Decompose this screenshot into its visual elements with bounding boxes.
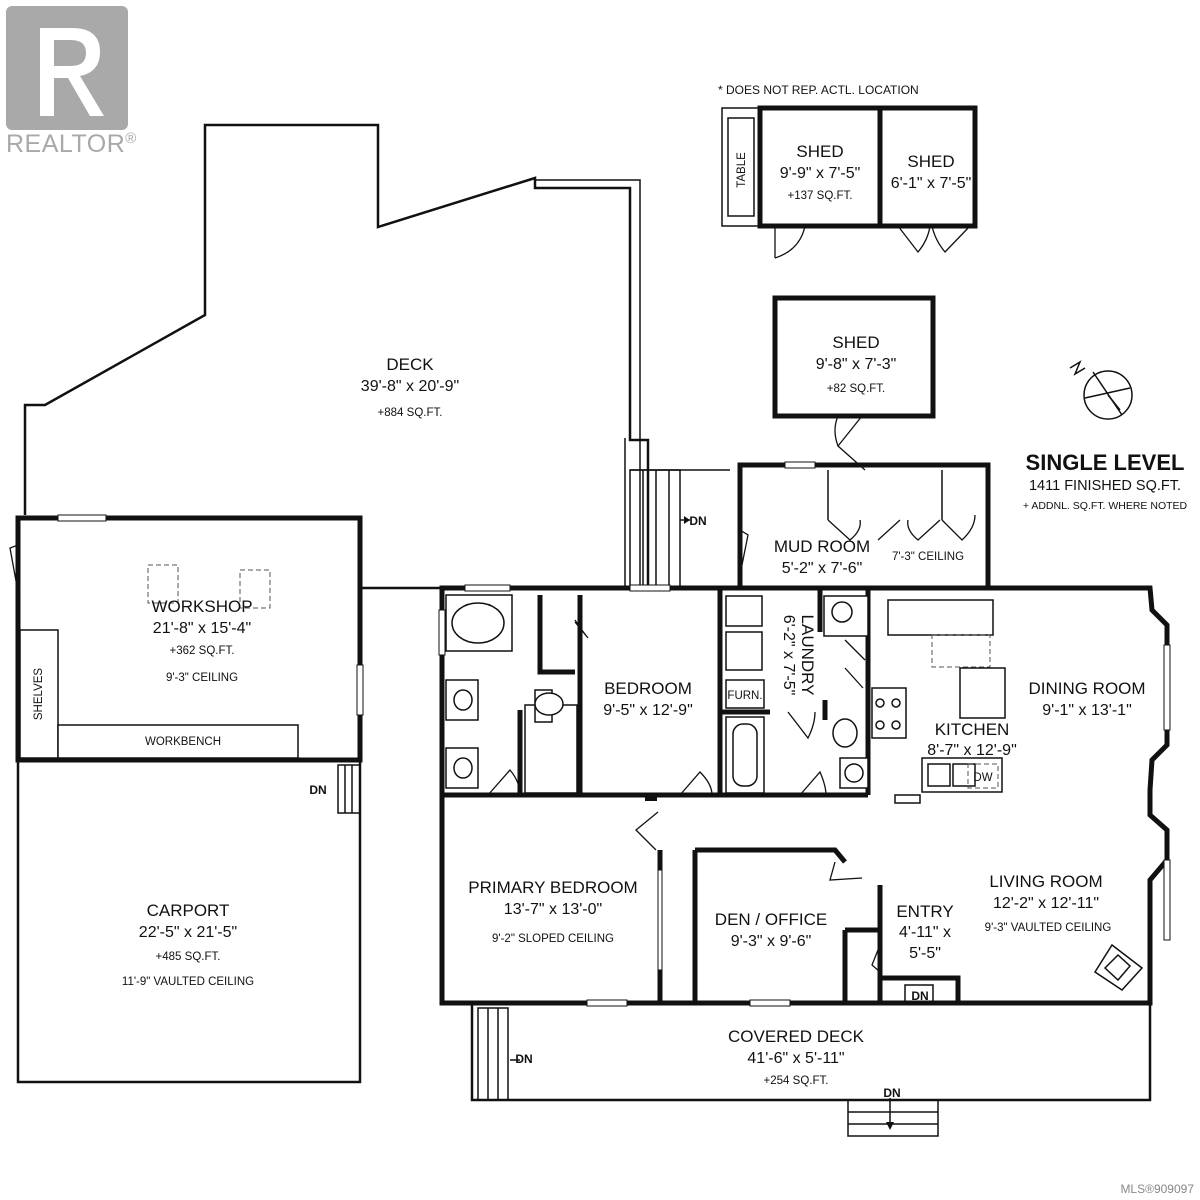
kitchen-dims: 8'-7" x 12'-9"	[927, 742, 1017, 759]
furnace-label: FURN.	[727, 690, 762, 702]
workshop-name: WORKSHOP	[151, 597, 252, 616]
mls-number: MLS®909097	[1120, 1182, 1194, 1196]
bathroom-fixtures	[445, 594, 1144, 991]
bedroom-dims: 9'-5" x 12'-9"	[603, 702, 693, 719]
dishwasher-label: DW	[973, 772, 992, 784]
covered-deck-name: COVERED DECK	[728, 1027, 865, 1046]
dn-label-deck: DN	[689, 514, 706, 528]
shed1-name: SHED	[796, 142, 843, 161]
bedroom-name: BEDROOM	[604, 679, 692, 698]
workshop-area: +362 SQ.FT.	[170, 645, 235, 657]
living-dims: 12'-2" x 12'-11"	[993, 895, 1099, 912]
deck-area: +884 SQ.FT.	[378, 407, 443, 419]
shed1-area: +137 SQ.FT.	[788, 190, 853, 202]
living-name: LIVING ROOM	[989, 872, 1102, 891]
laundry-name: LAUNDRY	[798, 615, 817, 696]
shelves-label: SHELVES	[33, 668, 45, 721]
carport-outline	[16, 758, 362, 1084]
deck-stairs	[629, 469, 730, 589]
shed1-dims: 9'-9" x 7'-5"	[780, 165, 861, 182]
carport-dims: 22'-5" x 21'-5"	[139, 924, 237, 941]
carport-area: +485 SQ.FT.	[156, 951, 221, 963]
den-dims: 9'-3" x 9'-6"	[731, 933, 812, 950]
shed3-name: SHED	[832, 333, 879, 352]
kitchen-name: KITCHEN	[935, 720, 1010, 739]
table-label: TABLE	[736, 152, 748, 188]
den-name: DEN / OFFICE	[715, 910, 827, 929]
deck-outline	[23, 123, 650, 590]
dn-label-covered-deck-front: DN	[883, 1086, 900, 1100]
north-arrow-icon	[1069, 360, 1133, 420]
realtor-wordmark: REALTOR®	[6, 130, 137, 158]
shed-group-top	[721, 105, 978, 259]
shed2-dims: 6'-1" x 7'-5"	[891, 175, 972, 192]
laundry-dims: 6'-2" x 7'-5"	[780, 615, 797, 696]
mudroom-ceiling: 7'-3" CEILING	[892, 551, 964, 563]
summary-finished: 1411 FINISHED SQ.FT.	[1029, 478, 1181, 494]
shed2-name: SHED	[907, 152, 954, 171]
covered-deck-area: +254 SQ.FT.	[764, 1075, 829, 1087]
entry-name: ENTRY	[896, 902, 953, 921]
entry-dims-1: 4'-11" x	[899, 924, 951, 941]
living-ceiling: 9'-3" VAULTED CEILING	[985, 922, 1112, 934]
dining-name: DINING ROOM	[1028, 679, 1145, 698]
carport-steps	[337, 764, 361, 814]
primary-name: PRIMARY BEDROOM	[468, 878, 637, 897]
shed3-area: +82 SQ.FT.	[827, 383, 885, 395]
dn-label-carport: DN	[309, 783, 326, 797]
entry-dims-2: 5'-5"	[909, 945, 941, 962]
carport-ceiling: 11'-9" VAULTED CEILING	[122, 976, 254, 988]
dn-label-entry: DN	[911, 989, 928, 1003]
primary-dims: 13'-7" x 13'-0"	[504, 901, 602, 918]
location-note: * DOES NOT REP. ACTL. LOCATION	[718, 83, 919, 97]
deck-inner-line	[536, 179, 641, 588]
shed-group-middle	[772, 295, 936, 471]
mudroom-name: MUD ROOM	[774, 537, 870, 556]
deck-name: DECK	[386, 355, 434, 374]
primary-ceiling: 9'-2" SLOPED CEILING	[492, 933, 614, 945]
summary-title: SINGLE LEVEL	[1026, 450, 1185, 475]
dn-label-covered-deck-left: DN	[515, 1052, 532, 1066]
deck-dims: 39'-8" x 20'-9"	[361, 378, 459, 395]
main-house-walls	[438, 461, 1171, 1007]
workshop-dims: 21'-8" x 15'-4"	[153, 620, 251, 637]
workshop-ceiling: 9'-3" CEILING	[166, 672, 238, 684]
carport-name: CARPORT	[147, 901, 230, 920]
workbench-label: WORKBENCH	[145, 736, 221, 748]
covered-deck-outline	[470, 984, 1152, 1137]
dining-dims: 9'-1" x 13'-1"	[1042, 702, 1132, 719]
shed3-dims: 9'-8" x 7'-3"	[816, 356, 897, 373]
workshop-room	[9, 514, 364, 763]
mudroom-dims: 5'-2" x 7'-6"	[782, 560, 863, 577]
covered-deck-dims: 41'-6" x 5'-11"	[747, 1050, 844, 1067]
realtor-logo	[6, 6, 128, 130]
summary-note: + ADDNL. SQ.FT. WHERE NOTED	[1023, 500, 1188, 512]
